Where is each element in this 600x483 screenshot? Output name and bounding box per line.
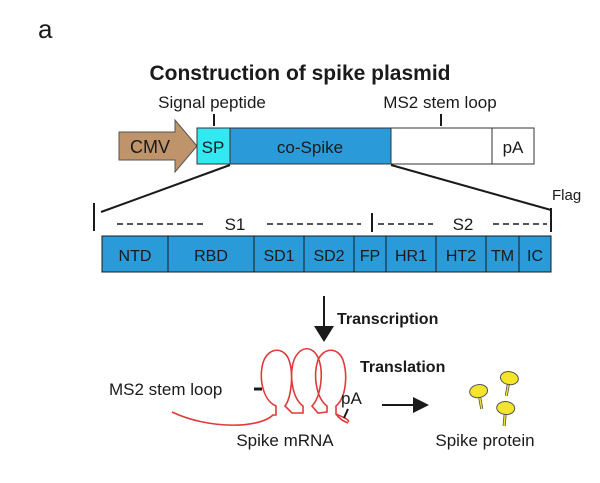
spike-mrna-label: Spike mRNA [236, 431, 334, 450]
zoom-line-right [390, 164, 552, 211]
flag-label: Flag [552, 187, 581, 204]
domain-label-ntd: NTD [119, 248, 152, 265]
protein-head [469, 384, 489, 399]
panel-label: a [38, 14, 53, 44]
spike-protein-glyph [496, 401, 516, 427]
mrna-pa-label: pA [341, 389, 362, 408]
co-spike-label: co-Spike [277, 138, 343, 157]
domain-box-ntd [101, 235, 169, 273]
domain-row: NTD RBD SD1 SD2 FP HR1 HT2 TM IC [101, 235, 552, 273]
domain-label-fp: FP [360, 248, 380, 265]
mrna-tail [335, 413, 349, 424]
protein-head [499, 371, 519, 386]
cmv-label: CMV [130, 137, 170, 157]
cmv-promoter-arrow [118, 118, 198, 174]
sp-label: SP [202, 138, 225, 157]
spike-protein-glyph [499, 371, 519, 397]
spike-protein-label: Spike protein [435, 431, 534, 450]
domain-box-hr1 [385, 235, 437, 273]
domain-label-sd1: SD1 [263, 248, 294, 265]
translation-label: Translation [360, 359, 445, 376]
domain-label-hr1: HR1 [395, 248, 427, 265]
ms2-segment [390, 127, 493, 165]
zoom-line-left [100, 164, 231, 213]
mrna-drawing [171, 347, 350, 426]
mrna-ms2-label: MS2 stem loop [109, 380, 222, 399]
domain-label-ht2: HT2 [446, 248, 476, 265]
domain-box-tm [485, 235, 520, 273]
spike-proteins [469, 371, 519, 427]
domain-box-sd2 [303, 235, 355, 273]
ms2-stem-loop-label: MS2 stem loop [383, 93, 496, 112]
sp-segment [196, 127, 231, 165]
transcription-arrow-head [314, 326, 334, 342]
signal-peptide-label: Signal peptide [158, 93, 266, 112]
spike-protein-glyph [469, 384, 489, 410]
domain-label-rbd: RBD [194, 248, 228, 265]
s1-label: S1 [225, 215, 246, 234]
domain-label-tm: TM [491, 248, 514, 265]
pa-segment [491, 127, 535, 165]
protein-head [496, 401, 516, 416]
domain-label-ic: IC [527, 248, 543, 265]
translation-arrow-head [413, 397, 429, 413]
domain-box-ic [518, 235, 552, 273]
mrna-strand [171, 347, 350, 426]
domain-label-sd2: SD2 [313, 248, 344, 265]
domain-box-fp [353, 235, 387, 273]
mrna-pa-tick [343, 408, 349, 419]
transcription-label: Transcription [337, 311, 438, 328]
diagram-title: Construction of spike plasmid [149, 62, 450, 85]
s2-label: S2 [453, 215, 474, 234]
pa-label: pA [503, 138, 524, 157]
